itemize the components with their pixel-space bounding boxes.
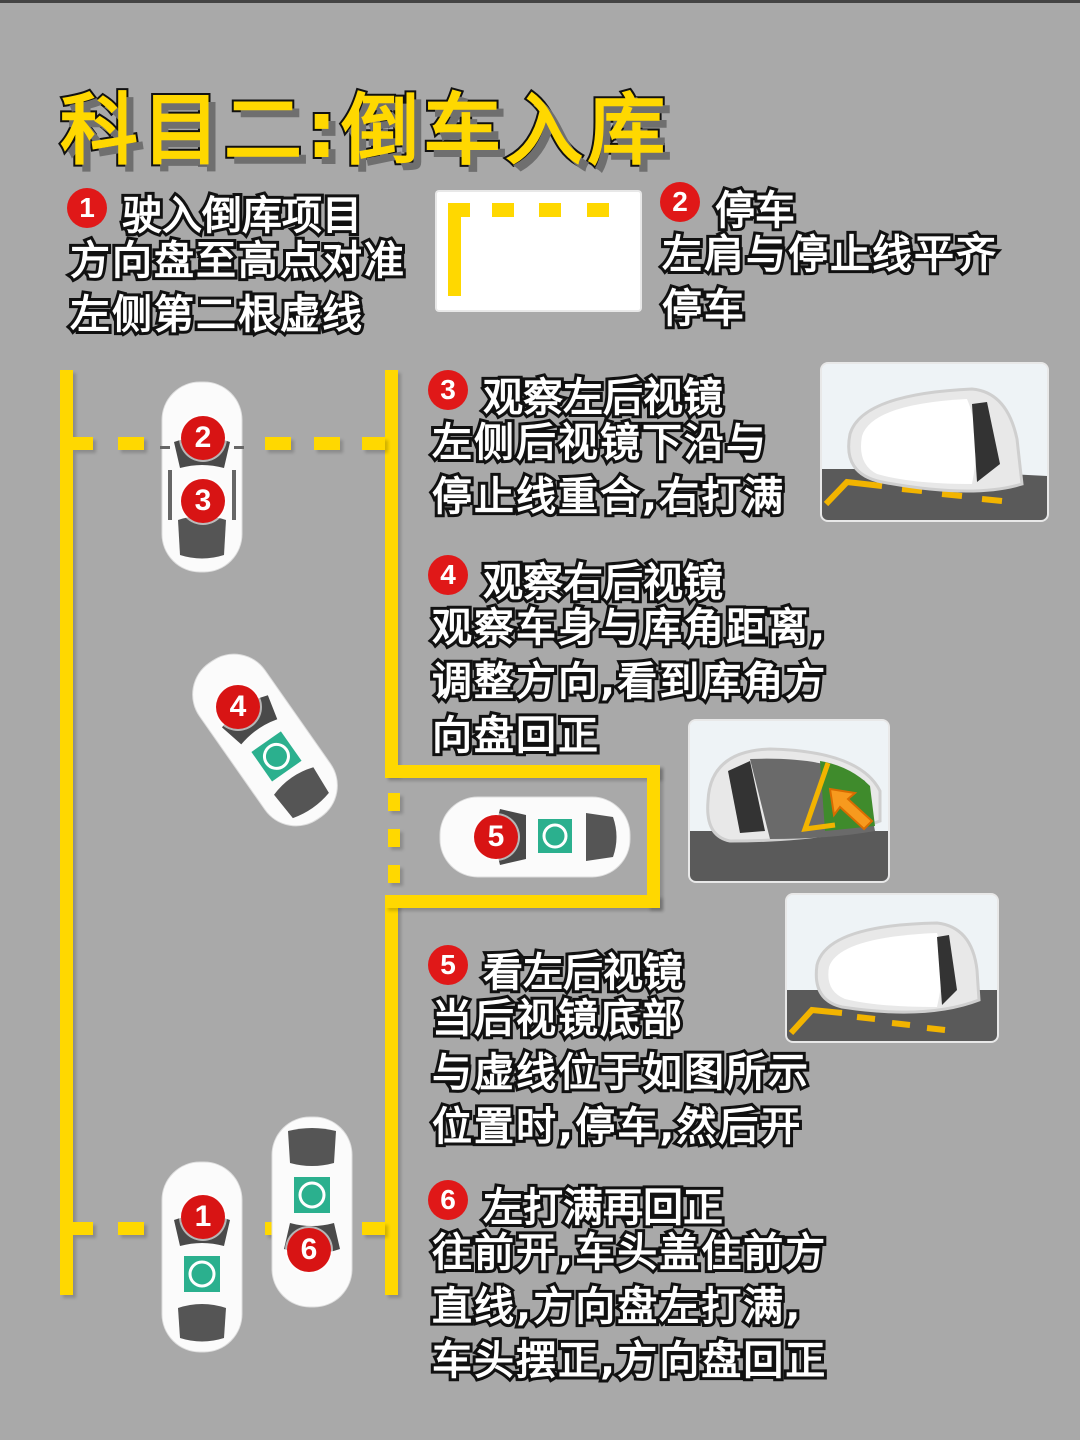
step-6-badge: 6 (428, 1180, 468, 1220)
step-4-heading: 观察右后视镜 (480, 557, 726, 609)
step-6-heading: 左打满再回正 (480, 1182, 726, 1234)
car-badge-4: 4 (216, 685, 260, 729)
car-badge-6: 6 (287, 1228, 331, 1272)
step-3-line-1: 左侧后视镜下沿与 (429, 417, 769, 469)
dash (118, 437, 144, 450)
garage-bottom-line (385, 895, 660, 908)
dash (388, 829, 400, 847)
stop-line-diagram (437, 192, 640, 310)
step-4-badge: 4 (428, 555, 468, 595)
step-6-line-2: 直线,方向盘左打满, (429, 1281, 803, 1333)
step-3-badge: 3 (428, 370, 468, 410)
car-icon-position-2-3 (160, 381, 244, 573)
right-boundary-line-upper (385, 370, 398, 775)
step-5-heading: 看左后视镜 (480, 947, 686, 999)
left-mirror-dashed-line-view (787, 895, 997, 1041)
right-boundary-line-lower (385, 895, 398, 1295)
car-badge-1: 1 (181, 1195, 225, 1239)
step-5-line-2: 与虚线位于如图所示 (429, 1047, 811, 1099)
step-2-line-2: 停车 (659, 283, 747, 335)
step-1-badge: 1 (67, 188, 107, 228)
dash (265, 437, 291, 450)
car-icon-position-1 (161, 1161, 243, 1353)
car-badge-5: 5 (474, 815, 518, 859)
car-badge-3: 3 (181, 479, 225, 523)
step-2-badge: 2 (660, 182, 700, 222)
top-border (0, 0, 1080, 3)
step-5-line-1: 当后视镜底部 (429, 993, 685, 1045)
step-4-line-2: 调整方向,看到库角方 (429, 656, 828, 708)
dash (73, 437, 93, 450)
dash (314, 437, 340, 450)
step-6-line-1: 往前开,车头盖住前方 (429, 1227, 828, 1279)
car-badge-2: 2 (181, 416, 225, 460)
dash (362, 437, 385, 450)
step-1-heading: 驶入倒库项目 (119, 190, 365, 242)
step-4-line-1: 观察车身与库角距离, (429, 602, 828, 654)
step-6-line-3: 车头摆正,方向盘回正 (429, 1335, 828, 1387)
step-2-line-1: 左肩与停止线平齐 (659, 229, 999, 281)
garage-top-line (385, 765, 660, 778)
step-5-badge: 5 (428, 945, 468, 985)
right-mirror-view-arrow (690, 721, 888, 881)
dash (118, 1222, 144, 1235)
dash (388, 793, 400, 811)
page-title: 科目二:倒车入库 (58, 84, 670, 178)
dash (388, 865, 400, 883)
dash (265, 1222, 275, 1235)
dash (73, 1222, 93, 1235)
step-3-heading: 观察左后视镜 (480, 372, 726, 424)
step-4-line-3: 向盘回正 (429, 710, 601, 762)
left-mirror-view (822, 364, 1047, 520)
step-2-heading: 停车 (712, 185, 798, 237)
dash (362, 1222, 385, 1235)
garage-back-line (647, 765, 660, 908)
car-icon-position-4 (192, 653, 338, 827)
step-5-line-3: 位置时,停车,然后开 (429, 1101, 803, 1153)
step-3-line-2: 停止线重合,右打满 (429, 471, 786, 523)
car-icon-position-6 (271, 1116, 353, 1308)
step-1-line-2: 左侧第二根虚线 (67, 289, 365, 341)
car-icon-position-5 (439, 796, 631, 878)
left-boundary-line (60, 370, 73, 1295)
step-1-line-1: 方向盘至高点对准 (67, 235, 407, 287)
